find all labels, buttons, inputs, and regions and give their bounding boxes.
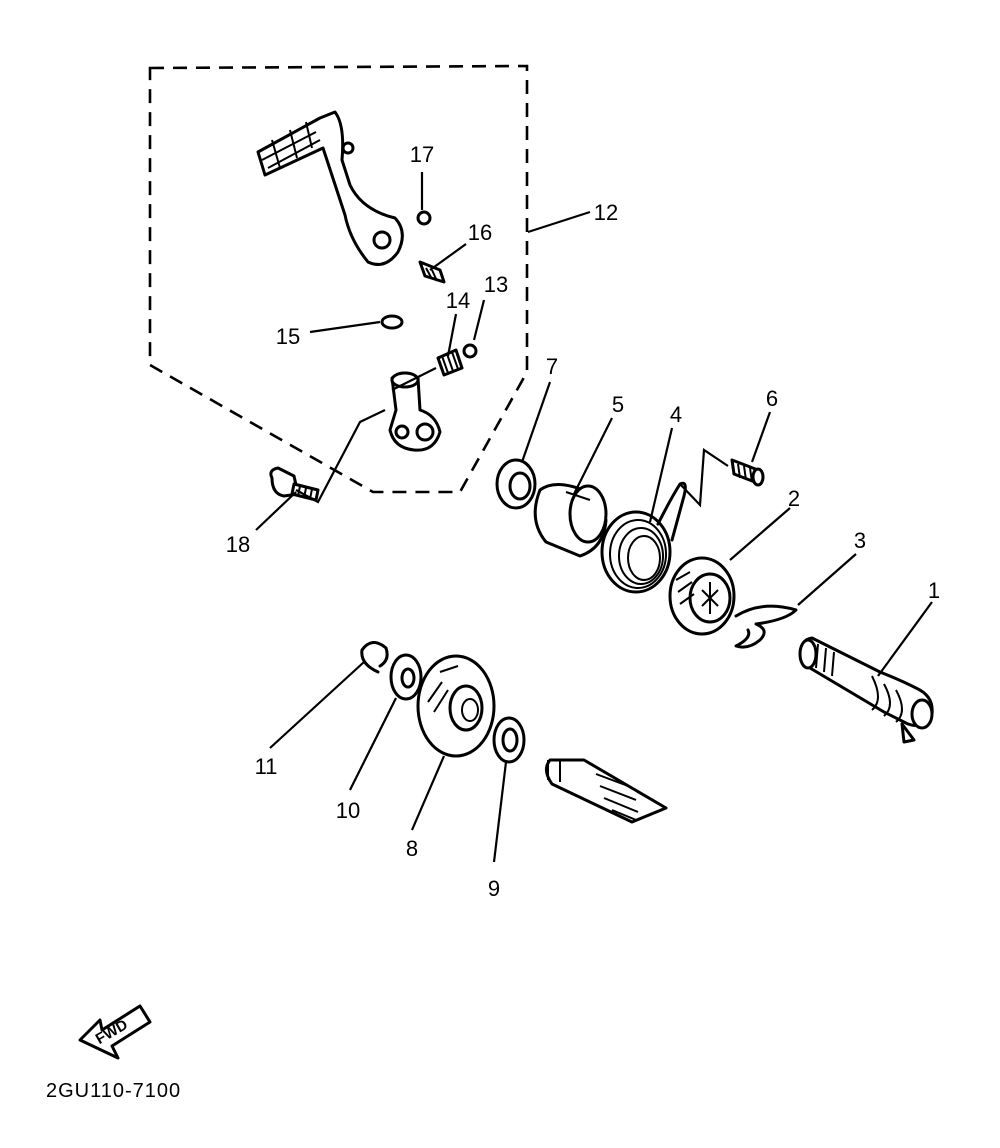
part-14-spring — [436, 348, 464, 377]
callout-9: 9 — [488, 876, 500, 901]
callout-4: 4 — [670, 402, 682, 427]
part-6-pin — [730, 458, 765, 487]
diagram-code: 2GU110-7100 — [46, 1080, 181, 1102]
kick-boss — [388, 371, 442, 452]
callout-6: 6 — [766, 386, 778, 411]
callout-10: 10 — [336, 798, 360, 823]
callout-17: 17 — [410, 142, 434, 167]
part-13-ball — [462, 343, 478, 359]
part-4-torsion-spring — [600, 481, 687, 594]
callout-1: 1 — [928, 578, 940, 603]
callout-8: 8 — [406, 836, 418, 861]
part-2-ratchet — [668, 556, 736, 636]
callout-15: 15 — [276, 324, 300, 349]
part-3-clip — [734, 604, 798, 649]
leader-lines — [255, 172, 933, 863]
callout-2: 2 — [788, 486, 800, 511]
callout-11: 11 — [255, 754, 278, 779]
fwd-arrow-icon: FWD — [78, 1004, 152, 1060]
callout-12: 12 — [594, 200, 618, 225]
assembly-boundary-dashed — [148, 64, 529, 494]
part-1-kick-shaft — [798, 636, 934, 744]
part-8-kick-gear — [416, 654, 496, 758]
callout-5: 5 — [612, 392, 624, 417]
callout-13: 13 — [484, 272, 508, 297]
callout-14: 14 — [446, 288, 470, 313]
callout-16: 16 — [468, 220, 492, 245]
shaft-end — [545, 758, 668, 824]
part-5-spring-guide — [533, 483, 608, 558]
part-10-washer — [389, 653, 423, 701]
kick-lever-arm — [256, 110, 404, 266]
part-17-ball — [416, 210, 432, 226]
callout-18: 18 — [226, 532, 250, 557]
callout-7: 7 — [546, 354, 558, 379]
part-15-clip — [380, 314, 404, 330]
part-18-bolt — [269, 466, 320, 502]
part-7-bearing — [495, 458, 537, 510]
part-9-washer — [492, 716, 526, 764]
part-16-bolt — [418, 260, 446, 284]
callout-3: 3 — [854, 528, 866, 553]
part-11-circlip — [360, 641, 389, 674]
